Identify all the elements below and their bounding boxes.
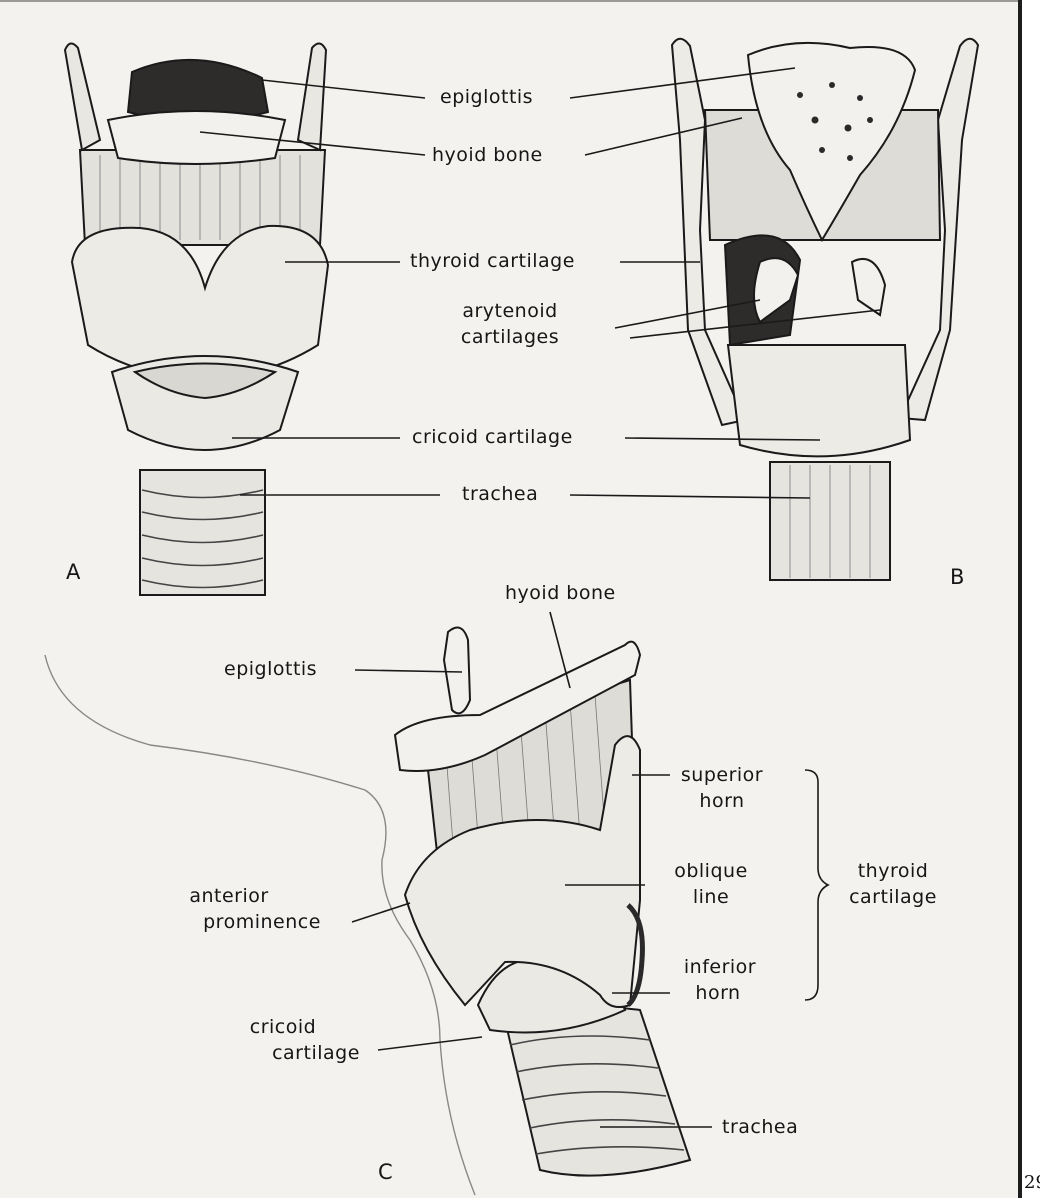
- label-c-anterior-line1: anterior: [159, 883, 299, 909]
- label-c-thyroid-line2: cartilage: [833, 884, 953, 910]
- view-a-trachea: [140, 470, 265, 595]
- view-b-right-arytenoid: [852, 259, 885, 315]
- page-number: 29: [1024, 1172, 1040, 1193]
- view-b-larynx: [672, 39, 978, 580]
- view-label-b: B: [950, 565, 964, 589]
- leader-a-epiglottis: [262, 80, 425, 98]
- label-hyoid-bone: hyoid bone: [432, 142, 543, 168]
- label-thyroid-cartilage: thyroid cartilage: [410, 248, 575, 274]
- leader-c-cricoid: [378, 1037, 482, 1050]
- label-trachea: trachea: [462, 481, 538, 507]
- label-c-superior-line2: horn: [667, 788, 777, 814]
- label-c-epiglottis: epiglottis: [224, 656, 317, 682]
- leader-c-anterior-prominence: [352, 903, 410, 922]
- view-a-right-horn: [298, 43, 326, 150]
- view-c-larynx: [45, 628, 690, 1196]
- label-c-inferior-line1: inferior: [665, 954, 775, 980]
- view-c-epiglottis: [444, 628, 470, 714]
- label-c-hyoid-bone: hyoid bone: [505, 580, 616, 606]
- label-c-oblique-line1: oblique: [656, 858, 766, 884]
- label-c-trachea: trachea: [722, 1114, 798, 1140]
- thyroid-bracket: [805, 770, 828, 1000]
- label-arytenoid-line1: arytenoid: [450, 298, 570, 324]
- label-c-anterior-line2: prominence: [177, 909, 347, 935]
- label-arytenoid-line2: cartilages: [440, 324, 580, 350]
- view-a-left-horn: [65, 43, 100, 150]
- label-c-oblique-line2: line: [656, 884, 766, 910]
- label-c-cricoid-line2: cartilage: [256, 1040, 376, 1066]
- label-c-thyroid-line1: thyroid: [833, 858, 953, 884]
- view-label-a: A: [66, 560, 80, 584]
- view-a-larynx: [65, 43, 328, 595]
- label-cricoid-cartilage: cricoid cartilage: [412, 424, 573, 450]
- view-label-c: C: [378, 1160, 393, 1184]
- label-c-cricoid-line1: cricoid: [228, 1014, 338, 1040]
- label-epiglottis: epiglottis: [440, 84, 533, 110]
- label-c-superior-line1: superior: [667, 762, 777, 788]
- label-c-inferior-line2: horn: [663, 980, 773, 1006]
